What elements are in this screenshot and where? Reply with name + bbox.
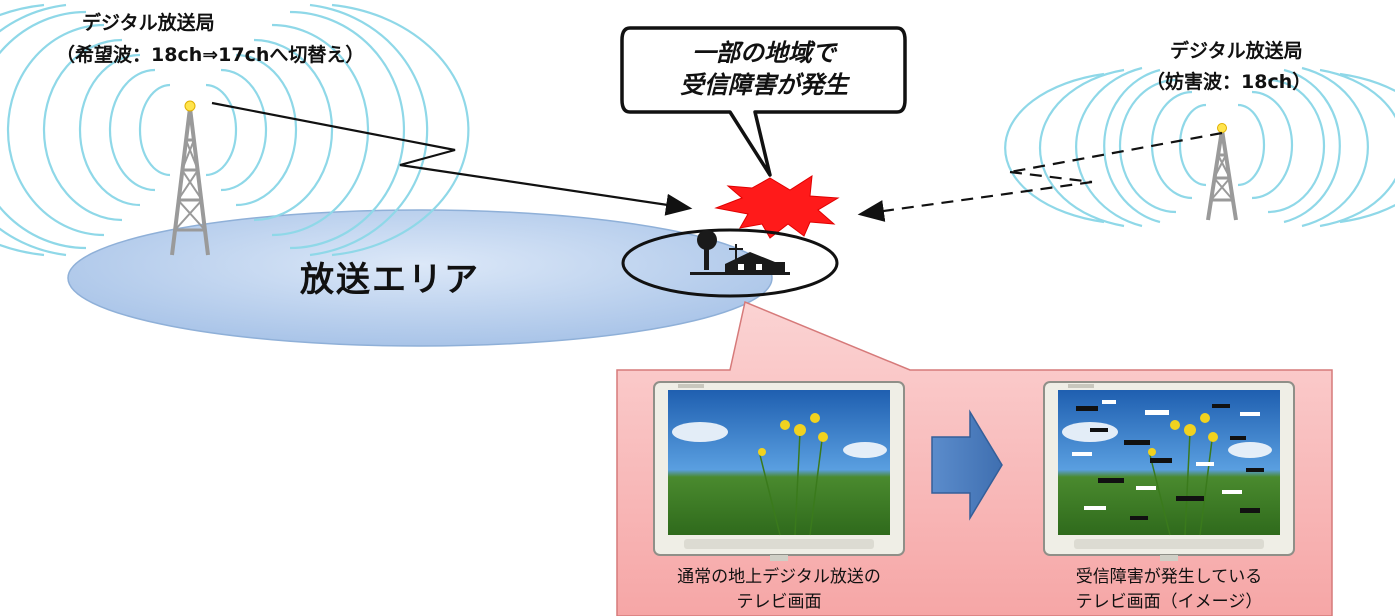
right-station-title: デジタル放送局: [1170, 40, 1303, 62]
transition-arrow-icon: [931, 409, 1003, 521]
tv-interference-caption-line-2: テレビ画面（イメージ）: [1075, 592, 1263, 612]
tv-interference-caption: 受信障害が発生している テレビ画面（イメージ）: [1019, 565, 1319, 615]
tv-normal-caption: 通常の地上デジタル放送の テレビ画面: [629, 565, 929, 615]
right-wave-rings: [1004, 66, 1395, 228]
interference-burst: [714, 175, 840, 239]
tv-normal: [653, 381, 905, 561]
right-tower: [1206, 129, 1238, 221]
desired-signal-arrow: [211, 101, 693, 216]
left-wave-rings: [0, 3, 470, 257]
callout-line-1: 一部の地域で: [692, 39, 836, 67]
right-tower-light-icon: [1217, 123, 1227, 133]
callout-line-2: 受信障害が発生: [680, 71, 848, 99]
house-icon: [690, 230, 790, 275]
left-station-title: デジタル放送局: [82, 12, 215, 34]
broadcast-area-label: 放送エリア: [300, 260, 480, 300]
interference-signal-arrows: [857, 131, 1223, 222]
tv-interference: [1043, 381, 1295, 561]
left-station-subtitle: （希望波：18ch⇒17chへ切替え）: [56, 44, 365, 66]
left-tower: [170, 107, 210, 256]
tv-normal-caption-line-2: テレビ画面: [736, 592, 822, 612]
callout-bubble: [620, 26, 907, 177]
tv-normal-caption-line-1: 通常の地上デジタル放送の: [677, 567, 881, 587]
left-tower-light-icon: [184, 100, 196, 112]
right-station-subtitle: （妨害波：18ch）: [1146, 71, 1312, 93]
tv-interference-caption-line-1: 受信障害が発生している: [1075, 567, 1263, 587]
affected-area-ring: [621, 228, 839, 298]
block-noise-artifacts: [1072, 400, 1264, 520]
broadcast-area: [67, 209, 773, 347]
